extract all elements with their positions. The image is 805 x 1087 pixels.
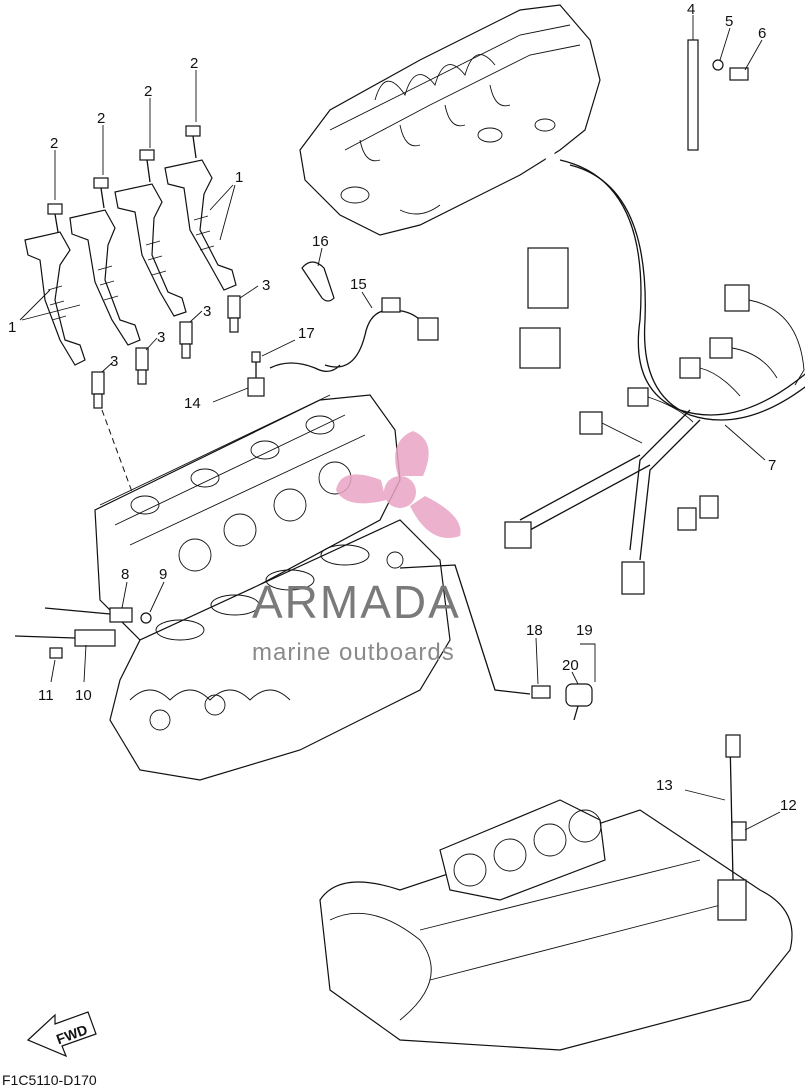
callout-3: 3 (157, 329, 165, 346)
diagram-code: F1C5110-D170 (2, 1072, 97, 1087)
callout-1: 1 (8, 319, 16, 336)
bolt-11 (49, 647, 63, 659)
spark-plug (227, 295, 241, 333)
ignition-coil (164, 159, 237, 291)
callout-19: 19 (576, 622, 593, 639)
callout-labels: 1 1 2 2 2 2 3 3 3 3 4 5 6 7 8 9 10 11 12… (8, 1, 797, 814)
callout-15: 15 (350, 276, 367, 293)
exhaust-manifold (319, 734, 793, 1051)
watermark-tagline: marine outboards (252, 639, 455, 666)
callout-1: 1 (235, 169, 243, 186)
washer-9 (140, 612, 152, 624)
coil-bolts (47, 125, 201, 233)
watermark-logo (336, 431, 461, 538)
spark-plugs (91, 295, 241, 409)
sensor-18 (531, 685, 551, 699)
ignition-coil (114, 183, 187, 317)
callout-2: 2 (144, 83, 152, 100)
callout-5: 5 (725, 13, 733, 30)
callout-3: 3 (110, 353, 118, 370)
callout-4: 4 (687, 1, 695, 18)
callout-17: 17 (298, 325, 315, 342)
wiring-harness (504, 39, 805, 595)
sensor-lead-15 (269, 297, 439, 372)
bolt (93, 177, 109, 209)
bolt (47, 203, 63, 233)
sensor-8 (44, 607, 133, 623)
sensor-19 (565, 683, 593, 721)
callout-7: 7 (768, 457, 776, 474)
callout-2: 2 (50, 135, 58, 152)
callout-20: 20 (562, 657, 579, 674)
callout-11: 11 (38, 687, 54, 704)
forward-arrow-icon: FWD (26, 1011, 97, 1058)
spark-plug (135, 347, 149, 385)
callout-3: 3 (262, 277, 270, 294)
callout-12: 12 (780, 797, 797, 814)
bolt (185, 125, 201, 159)
callout-13: 13 (656, 777, 673, 794)
wire-16 (301, 261, 335, 302)
bolt (139, 149, 155, 183)
callout-2: 2 (97, 110, 105, 127)
sensor-10 (14, 629, 116, 647)
callout-8: 8 (121, 566, 129, 583)
ignition-coils (24, 159, 237, 366)
callout-6: 6 (758, 25, 766, 42)
callout-16: 16 (312, 233, 329, 250)
spark-plug (91, 371, 105, 409)
callout-3: 3 (203, 303, 211, 320)
ignition-coil (24, 231, 86, 366)
watermark-brand: ARMADA (252, 576, 461, 628)
ignition-coil (69, 209, 141, 346)
bolt-17 (251, 351, 261, 363)
sensor-14 (247, 358, 265, 397)
callout-2: 2 (190, 55, 198, 72)
spark-plug (179, 321, 193, 359)
callout-18: 18 (526, 622, 543, 639)
callout-14: 14 (184, 395, 201, 412)
intake-plenum (299, 4, 601, 236)
leader-lines (19, 15, 781, 831)
callout-9: 9 (159, 566, 167, 583)
engine-block (109, 519, 451, 781)
callout-10: 10 (75, 687, 92, 704)
